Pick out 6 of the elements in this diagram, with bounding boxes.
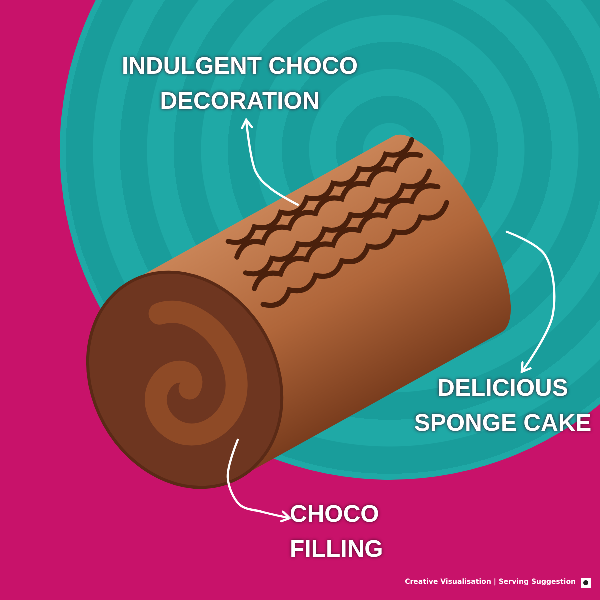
callout-text: CHOCO FILLING: [290, 498, 420, 568]
filling-spiral-drawing: [145, 301, 248, 446]
callout-text: INDULGENT CHOCO DECORATION: [90, 50, 390, 120]
leader-arrow: [506, 230, 556, 374]
leader-arrow: [241, 118, 300, 206]
chocolate-drizzle-drawing: [226, 137, 450, 308]
